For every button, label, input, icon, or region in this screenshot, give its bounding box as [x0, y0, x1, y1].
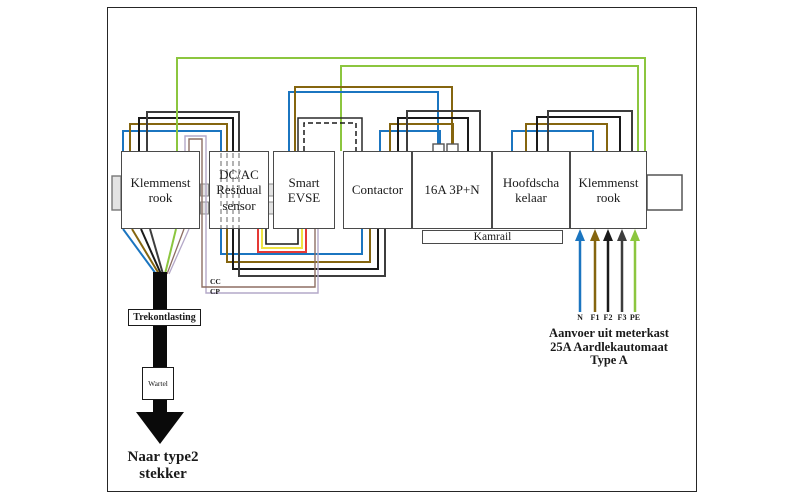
supply-note: Aanvoer uit meterkast 25A Aardlekautomaa…	[520, 326, 698, 368]
box-label-line: sensor	[222, 197, 256, 213]
wire-pe-k1-to-k2	[176, 57, 646, 151]
plug-note-line: stekker	[139, 465, 187, 482]
cable-gland-box: Wartel	[142, 367, 174, 400]
supply-note-line: Type A	[590, 353, 628, 367]
box-label-line: Klemmenst	[130, 174, 191, 190]
box-label-line: 16A 3P+N	[424, 182, 480, 198]
box-smart-evse: Smart EVSE	[273, 151, 335, 229]
terminal-label-f3: F3	[617, 313, 627, 322]
wire-cc-k1-to-evse	[188, 138, 316, 288]
fan-wire-green	[164, 228, 177, 275]
fan-wire-brown	[131, 228, 160, 275]
wire-black-sensor-signal	[265, 229, 299, 245]
box-dcac-residual-sensor: DC/AC Residual sensor	[209, 151, 269, 229]
wire-blue-contactor-to-breaker	[379, 130, 441, 151]
box-label-line: EVSE	[287, 190, 321, 205]
box-label-line: rook	[148, 190, 173, 205]
strain-relief-label: Trekontlasting	[133, 312, 196, 323]
gap-connector-tab	[200, 183, 209, 197]
kamrail-label: Kamrail	[473, 230, 512, 243]
fan-wire-cc	[166, 228, 185, 275]
wire-yellow-sensor-signal	[261, 229, 303, 249]
wire-black-k1-to-sensor	[138, 117, 234, 151]
wire-brown-evse-to-breaker	[294, 86, 453, 151]
type2-plug-note: Naar type2 stekker	[100, 449, 226, 482]
supply-arrowhead-f1	[590, 229, 600, 241]
supply-note-line: Aanvoer uit meterkast	[549, 326, 669, 340]
wire-blue-mainswitch-to-k2	[511, 130, 594, 151]
fan-wire-cp	[168, 228, 190, 275]
wire-brown-contactor-to-breaker	[389, 123, 454, 151]
fan-wire-black	[140, 228, 162, 275]
wire-red-sensor-signal	[257, 229, 307, 253]
supply-arrowhead-f2	[603, 229, 613, 241]
supply-note-line: 25A Aardlekautomaat	[550, 339, 668, 354]
cable-arrowhead	[136, 412, 184, 444]
box-label-line: Hoofdscha	[502, 174, 560, 190]
box-label-line: Smart	[288, 174, 320, 190]
module-outline-dashed	[303, 122, 357, 151]
box-label-line: Residual	[216, 182, 262, 198]
wire-brown-mainswitch-to-k2	[525, 123, 608, 151]
wire-black-contactor-to-breaker	[397, 117, 469, 151]
module-outline-solid	[297, 117, 363, 151]
terminal-label-n: N	[577, 313, 583, 322]
box-terminal-strip-left: Klemmenst rook	[121, 151, 200, 229]
box-breaker-16a: 16A 3P+N	[412, 151, 492, 229]
wire-blue-sensor-to-contactor	[220, 229, 363, 255]
wire-gray-mainswitch-to-k2	[547, 110, 633, 151]
wire-blue-evse-to-breaker	[288, 91, 439, 151]
din-rail-right-end-box	[646, 174, 683, 211]
box-label-line: kelaar	[515, 190, 547, 205]
terminal-label-pe: PE	[629, 313, 641, 322]
supply-arrowhead-n	[575, 229, 585, 241]
cp-wire-label: CP	[210, 287, 220, 296]
terminal-label-f2: F2	[603, 313, 613, 322]
wire-brown-k1-to-sensor	[129, 123, 228, 151]
wire-gray-k1-to-sensor	[146, 111, 240, 151]
wire-pe-contactor-to-k2	[340, 65, 639, 151]
din-rail-left-tab	[111, 175, 122, 211]
fan-wire-blue	[122, 228, 157, 275]
box-label-line: Contactor	[351, 182, 404, 198]
wire-cp-k1-to-evse	[184, 135, 319, 294]
fan-wire-gray	[149, 228, 164, 275]
supply-arrowhead-pe	[630, 229, 640, 241]
wire-gray-sensor-to-contactor	[238, 229, 386, 277]
gap-connector-tab	[200, 201, 209, 215]
wire-black-sensor-to-contactor	[232, 229, 379, 270]
box-terminal-strip-right: Klemmenst rook	[570, 151, 647, 229]
box-label-line: Klemmenst	[578, 174, 639, 190]
diagram-frame	[107, 7, 697, 492]
box-label-line: DC/AC	[219, 166, 259, 182]
wire-gray-contactor-to-breaker	[406, 110, 481, 151]
wire-black-mainswitch-to-k2	[536, 116, 621, 151]
cc-wire-label: CC	[210, 277, 221, 286]
box-contactor: Contactor	[343, 151, 412, 229]
plug-note-line: Naar type2	[127, 449, 199, 465]
wire-blue-k1-to-sensor	[122, 130, 222, 151]
kamrail-busbar: Kamrail	[422, 230, 563, 244]
box-main-switch: Hoofdscha kelaar	[492, 151, 570, 229]
cable-gland-label: Wartel	[148, 379, 168, 388]
wire-brown-sensor-to-contactor	[226, 229, 371, 263]
box-label-line: rook	[596, 190, 621, 205]
strain-relief-box: Trekontlasting	[128, 309, 201, 326]
supply-arrowhead-f3	[617, 229, 627, 241]
terminal-label-f1: F1	[590, 313, 600, 322]
